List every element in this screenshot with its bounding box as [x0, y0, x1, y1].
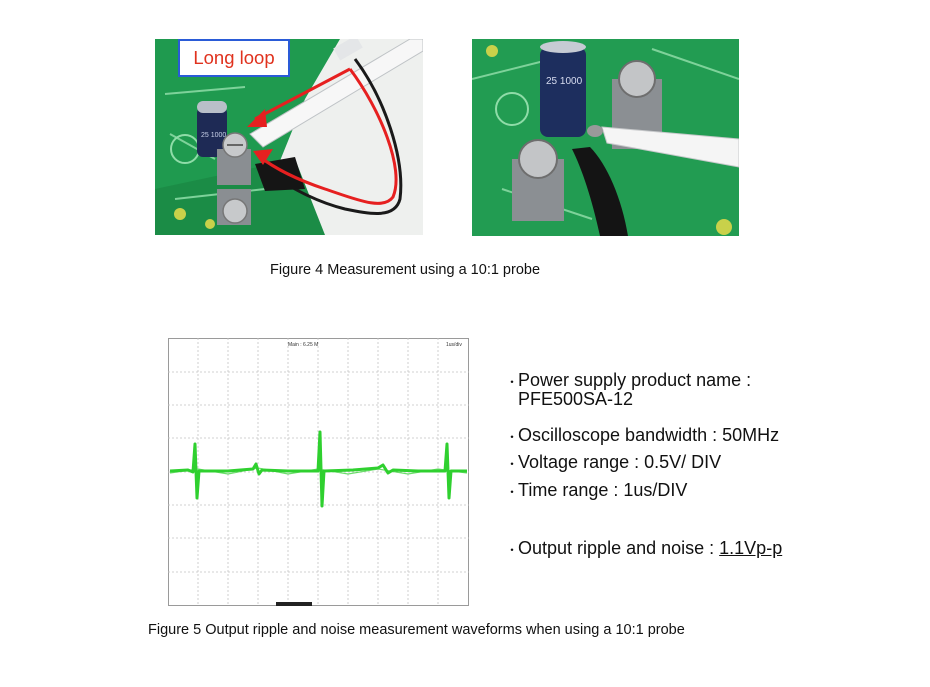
spec-voltage: ・Voltage range : 0.5V/ DIV [506, 452, 721, 474]
scope-header-left: Main : 6.25 M [288, 342, 318, 348]
oscilloscope-graticule: Main : 6.25 M 1us/div [168, 338, 469, 606]
spec-ripple-label: Output ripple and noise : [518, 538, 720, 558]
bullet: ・ [506, 485, 519, 499]
bullet: ・ [506, 430, 519, 444]
scope-header-right: 1us/div [446, 342, 462, 348]
spec-voltage-text: Voltage range : 0.5V/ DIV [518, 452, 722, 472]
cap-marking-right: 25 1000 [546, 76, 583, 87]
probe-photo-short-loop-art: 25 1000 [472, 39, 739, 236]
spec-ripple-value: 1.1Vp-p [719, 538, 783, 558]
figure-4-caption: Figure 4 Measurement using a 10:1 probe [270, 262, 541, 278]
bullet: ・ [506, 543, 519, 557]
bullet: ・ [506, 457, 519, 471]
spec-product-name: ・Power supply product name : [506, 370, 751, 392]
spec-product-line1: Power supply product name : [518, 370, 752, 390]
probe-photo-short-loop: 25 1000 [472, 39, 739, 236]
bullet: ・ [506, 375, 519, 389]
spec-time: ・Time range : 1us/DIV [506, 480, 687, 502]
spec-bandwidth-text: Oscilloscope bandwidth : 50MHz [518, 425, 780, 445]
spec-time-text: Time range : 1us/DIV [518, 480, 688, 500]
spec-bandwidth: ・Oscilloscope bandwidth : 50MHz [506, 425, 779, 447]
spec-ripple: ・Output ripple and noise : 1.1Vp-p [506, 538, 782, 560]
oscilloscope-screenshot: Main : 6.25 M 1us/div [168, 338, 469, 606]
figure-5-caption: Figure 5 Output ripple and noise measure… [148, 622, 685, 638]
cap-marking-left: 25 1000 [201, 132, 226, 139]
long-loop-callout: Long loop [178, 39, 290, 77]
spec-product-value: PFE500SA-12 [518, 389, 634, 409]
